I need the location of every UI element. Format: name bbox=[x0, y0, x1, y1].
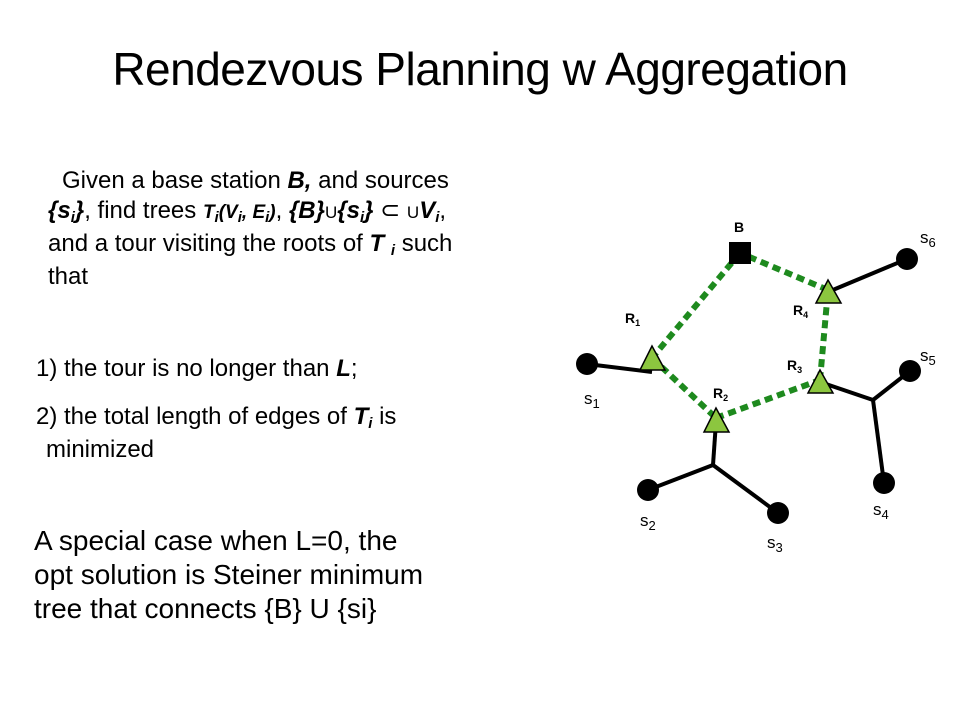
label-r3: R3 bbox=[787, 357, 802, 375]
tree-edges bbox=[586, 257, 912, 515]
rendezvous-r1 bbox=[638, 344, 667, 371]
label-s5: s5 bbox=[920, 346, 936, 368]
problem-statement: Given a base station B, and sources {si}… bbox=[48, 166, 608, 292]
condition-2: 2) the total length of edges of Ti is mi… bbox=[36, 403, 397, 463]
edge-junction-s4 bbox=[871, 399, 886, 484]
problem-line-2: {si}, find trees Ti(Vi, Ei), {B}U{si} ⊂ … bbox=[48, 197, 447, 226]
subset-symbol: ⊂ bbox=[380, 197, 401, 224]
slide-title: Rendezvous Planning w Aggregation bbox=[112, 43, 848, 95]
label-s2: s2 bbox=[640, 511, 656, 533]
source-s3 bbox=[767, 502, 789, 524]
label-s3: s3 bbox=[767, 533, 783, 555]
tour-path bbox=[649, 250, 831, 421]
base-station-label: B bbox=[734, 219, 744, 235]
rendezvous-r2 bbox=[702, 406, 731, 433]
edge-r4-s6 bbox=[827, 257, 908, 294]
rendezvous-r4 bbox=[814, 278, 843, 304]
edge-junction-s2 bbox=[647, 463, 714, 492]
rendezvous-points bbox=[638, 278, 843, 433]
source-s2 bbox=[637, 479, 659, 501]
problem-line-3: and a tour visiting the roots of T i suc… bbox=[48, 230, 453, 259]
condition-1: 1) the tour is no longer than L; bbox=[36, 355, 358, 382]
tour-r4-b bbox=[738, 250, 830, 293]
label-r4: R4 bbox=[793, 302, 808, 320]
source-s1 bbox=[576, 353, 598, 375]
base-station-node bbox=[729, 242, 751, 264]
label-s6: s6 bbox=[920, 228, 936, 250]
rendezvous-r3 bbox=[806, 368, 835, 394]
tour-r3-r4 bbox=[817, 289, 831, 381]
label-s4: s4 bbox=[873, 500, 889, 522]
tour-r2-r3 bbox=[714, 377, 822, 421]
label-s1: s1 bbox=[584, 389, 600, 411]
edge-junction-s3 bbox=[711, 463, 780, 515]
problem-line-4: that bbox=[48, 263, 89, 290]
label-r1: R1 bbox=[625, 310, 640, 328]
source-nodes bbox=[576, 248, 921, 524]
tour-b-r1 bbox=[649, 251, 743, 360]
source-s5 bbox=[899, 360, 921, 382]
problem-line-1: Given a base station B, and sources bbox=[62, 167, 449, 194]
special-case-note: A special case when L=0, the opt solutio… bbox=[34, 525, 424, 624]
source-s4 bbox=[873, 472, 895, 494]
source-s6 bbox=[896, 248, 918, 270]
label-r2: R2 bbox=[713, 385, 728, 403]
